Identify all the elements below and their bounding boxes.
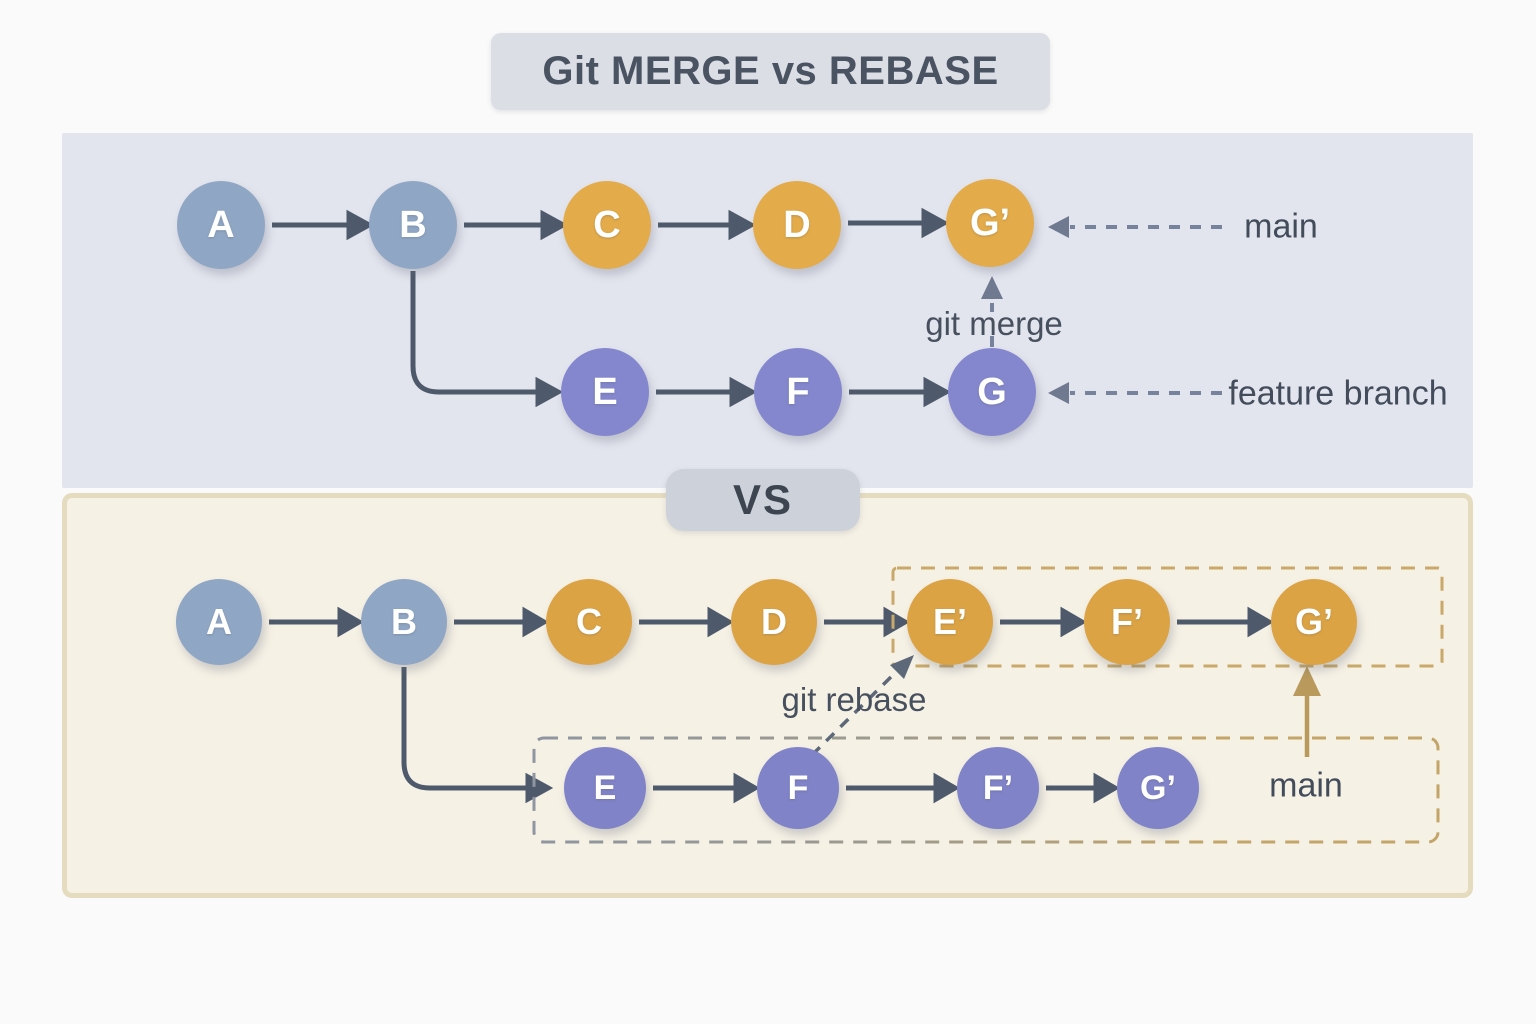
git-merge-arrow (981, 276, 1003, 347)
rebase-commit-d: D (731, 579, 817, 665)
main-ref-arrow (1048, 216, 1222, 238)
arrow-f-to-fprime-rebase (846, 772, 960, 804)
branch-curve-b-to-e (410, 271, 564, 408)
arrow-d-to-gprime (848, 207, 950, 239)
git-merge-label: git merge (925, 305, 1063, 342)
merge-ref-arrows (981, 216, 1222, 404)
merge-commit-arrows (272, 207, 952, 408)
page-title: Git MERGE vs REBASE (491, 33, 1050, 110)
arrow-f-to-g (849, 376, 952, 408)
merge-commit-d: D (753, 181, 841, 269)
rebase-old-commit-f: F (757, 747, 839, 829)
rebase-old-commit-gprime: G’ (1117, 747, 1199, 829)
arrow-e-to-f-rebase (653, 772, 760, 804)
arrow-e-to-f (656, 376, 758, 408)
main-branch-label-rebase: main (1269, 766, 1343, 805)
arrow-c-to-d-rebase (639, 606, 734, 638)
merge-commit-b: B (369, 181, 457, 269)
merge-commit-f: F (754, 348, 842, 436)
arrow-c-to-d (658, 209, 757, 241)
arrow-b-to-c-rebase (454, 606, 549, 638)
arrow-eprime-to-fprime (1000, 606, 1087, 638)
merge-commit-a: A (177, 181, 265, 269)
arrow-fprime-to-gprime (1177, 606, 1274, 638)
merge-commit-g: G (948, 348, 1036, 436)
rebase-old-commit-fprime: F’ (957, 747, 1039, 829)
rebase-commit-eprime: E’ (907, 579, 993, 665)
rebase-commit-c: C (546, 579, 632, 665)
arrow-a-to-b-rebase (269, 606, 364, 638)
vs-badge: VS (666, 469, 860, 531)
main-ref-arrow-rebase (1293, 666, 1321, 757)
git-rebase-label: git rebase (781, 681, 927, 718)
main-branch-label: main (1244, 207, 1318, 246)
rebase-commit-arrows (269, 606, 1274, 804)
feature-branch-label: feature branch (1228, 374, 1448, 413)
git-rebase-arrow (810, 655, 914, 757)
arrow-a-to-b (272, 209, 375, 241)
feature-ref-arrow (1048, 382, 1222, 404)
merge-commit-gprime: G’ (946, 179, 1034, 267)
rebase-commit-fprime: F’ (1084, 579, 1170, 665)
arrow-fprime-to-gprime-rebase (1046, 772, 1120, 804)
rebase-commit-a: A (176, 579, 262, 665)
rebase-commit-b: B (361, 579, 447, 665)
rebase-old-commit-e: E (564, 747, 646, 829)
rebase-diagram-panel (62, 493, 1473, 898)
rebase-commit-gprime: G’ (1271, 579, 1357, 665)
arrow-b-to-c (464, 209, 569, 241)
arrow-d-to-eprime (824, 606, 910, 638)
old-feature-commits-box (532, 736, 1440, 844)
rebased-commits-box (891, 566, 1444, 668)
merge-commit-e: E (561, 348, 649, 436)
merge-commit-c: C (563, 181, 651, 269)
branch-curve-b-to-e-rebase (401, 667, 554, 804)
